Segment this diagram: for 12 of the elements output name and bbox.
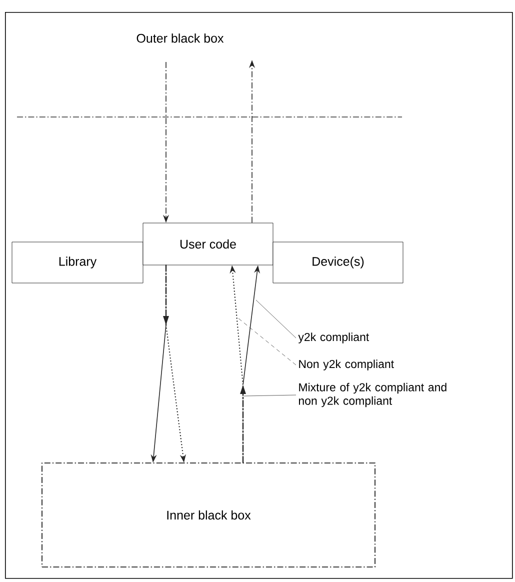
- annotation-text: y2k compliant: [298, 332, 370, 344]
- process-box: Library: [12, 242, 144, 284]
- process-box: Device(s): [272, 242, 404, 284]
- dashed-box: Inner black box: [42, 462, 376, 568]
- leader-line: [238, 318, 296, 366]
- annotation-text: Mixture of y2k compliant and non y2k compliant: [298, 382, 446, 408]
- leader-line: [256, 300, 296, 338]
- process-box: User code: [142, 222, 274, 266]
- arrowhead: [240, 385, 246, 394]
- annotation-text: Non y2k compliant: [299, 360, 394, 370]
- leader-line: [244, 394, 296, 396]
- arrowhead: [163, 316, 169, 325]
